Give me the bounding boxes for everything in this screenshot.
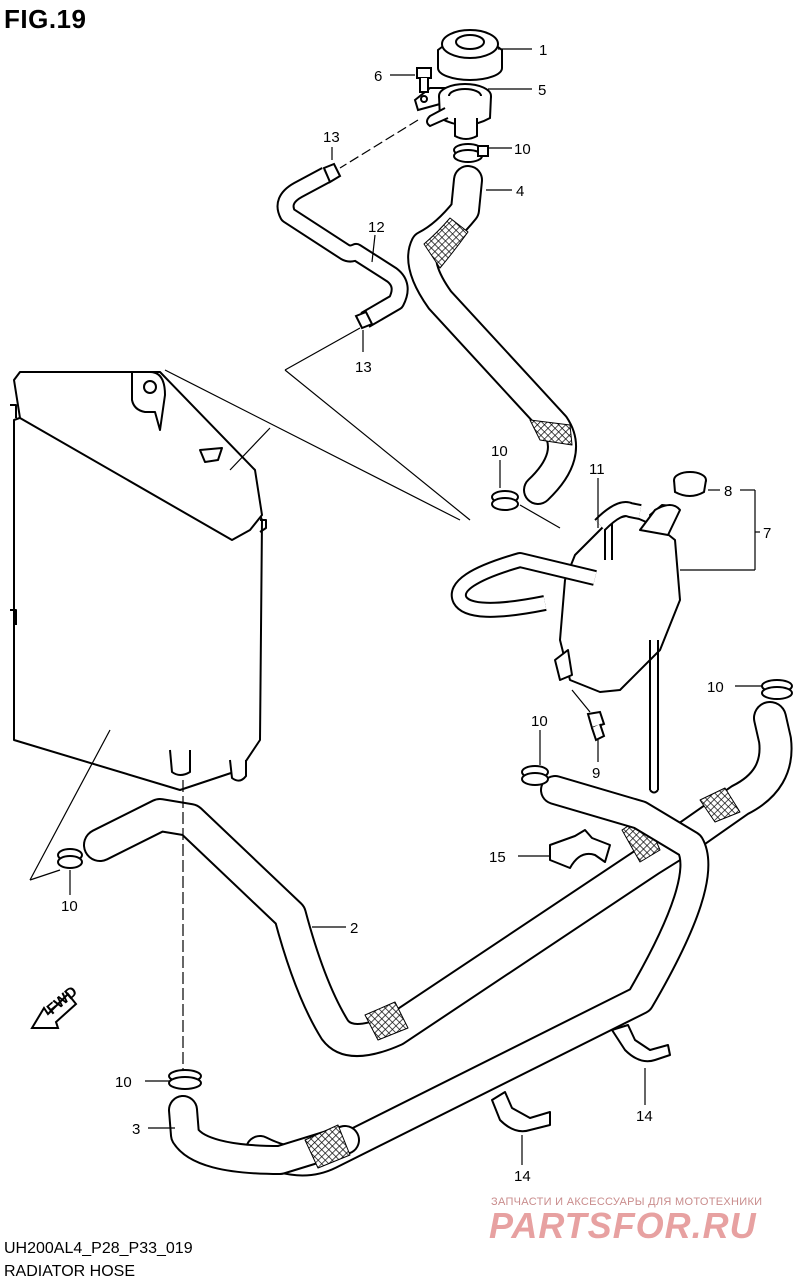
hose-clamp bbox=[57, 848, 83, 869]
callout-label: 14 bbox=[636, 1108, 653, 1125]
callout-label: 3 bbox=[132, 1121, 140, 1138]
breather-hose bbox=[276, 167, 409, 328]
radiator-hose-upper bbox=[407, 165, 577, 505]
diagram-code: UH200AL4_P28_P33_019 bbox=[4, 1240, 193, 1257]
callout-label: 9 bbox=[592, 765, 600, 782]
hose-bracket bbox=[491, 1091, 551, 1133]
hose-clip bbox=[322, 162, 374, 330]
hose-clamp bbox=[491, 490, 519, 511]
figure-title: FIG.19 bbox=[4, 4, 87, 34]
callout-label: 10 bbox=[514, 141, 531, 158]
diagram-name: RADIATOR HOSE bbox=[4, 1263, 135, 1280]
callout-label: 11 bbox=[589, 461, 605, 478]
watermark-tagline: ЗАПЧАСТИ И АКСЕССУАРЫ ДЛЯ МОТОТЕХНИКИ bbox=[491, 1196, 763, 1208]
callout-label: 10 bbox=[491, 443, 508, 460]
callout-label: 13 bbox=[323, 129, 340, 146]
bolt bbox=[586, 710, 606, 742]
callout-label: 12 bbox=[368, 219, 385, 236]
callout-labels: 1 6 5 13 10 4 12 13 10 11 8 7 10 10 9 15… bbox=[61, 42, 771, 1185]
hose-clamp bbox=[453, 143, 489, 163]
radiator bbox=[10, 371, 267, 791]
callout-label: 4 bbox=[516, 183, 524, 200]
radiator-hose-lower bbox=[168, 1095, 360, 1175]
callout-label: 10 bbox=[115, 1074, 132, 1091]
leader-lines bbox=[69, 48, 762, 1165]
hose-clamp bbox=[761, 679, 793, 700]
bolt bbox=[416, 67, 432, 93]
callout-label: 6 bbox=[374, 68, 382, 85]
fwd-arrow-icon: FWD bbox=[30, 983, 81, 1029]
callout-label: 10 bbox=[707, 679, 724, 696]
filler-neck bbox=[413, 83, 492, 140]
callout-label: 1 bbox=[539, 42, 547, 59]
callout-label: 8 bbox=[724, 483, 732, 500]
hose-clamp bbox=[521, 765, 549, 786]
callout-label: 13 bbox=[355, 359, 372, 376]
callout-label: 7 bbox=[763, 525, 771, 542]
callout-label: 14 bbox=[514, 1168, 531, 1185]
hose-clamp bbox=[168, 1069, 202, 1090]
radiator-hose-main bbox=[83, 701, 793, 1177]
callout-label: 10 bbox=[61, 898, 78, 915]
reservoir-cap bbox=[673, 471, 707, 497]
radiator-cap bbox=[437, 29, 503, 81]
watermark-brand: PARTSFOR.RU bbox=[489, 1205, 757, 1246]
callout-label: 10 bbox=[531, 713, 548, 730]
reservoir-tank bbox=[554, 504, 681, 794]
overflow-hose bbox=[450, 501, 642, 618]
hose-bracket bbox=[611, 1024, 671, 1063]
callout-label: 5 bbox=[538, 82, 546, 99]
callout-label: 2 bbox=[350, 920, 358, 937]
hose-bracket bbox=[549, 829, 611, 869]
callout-label: 15 bbox=[489, 849, 506, 866]
reference-lines bbox=[29, 119, 591, 1070]
